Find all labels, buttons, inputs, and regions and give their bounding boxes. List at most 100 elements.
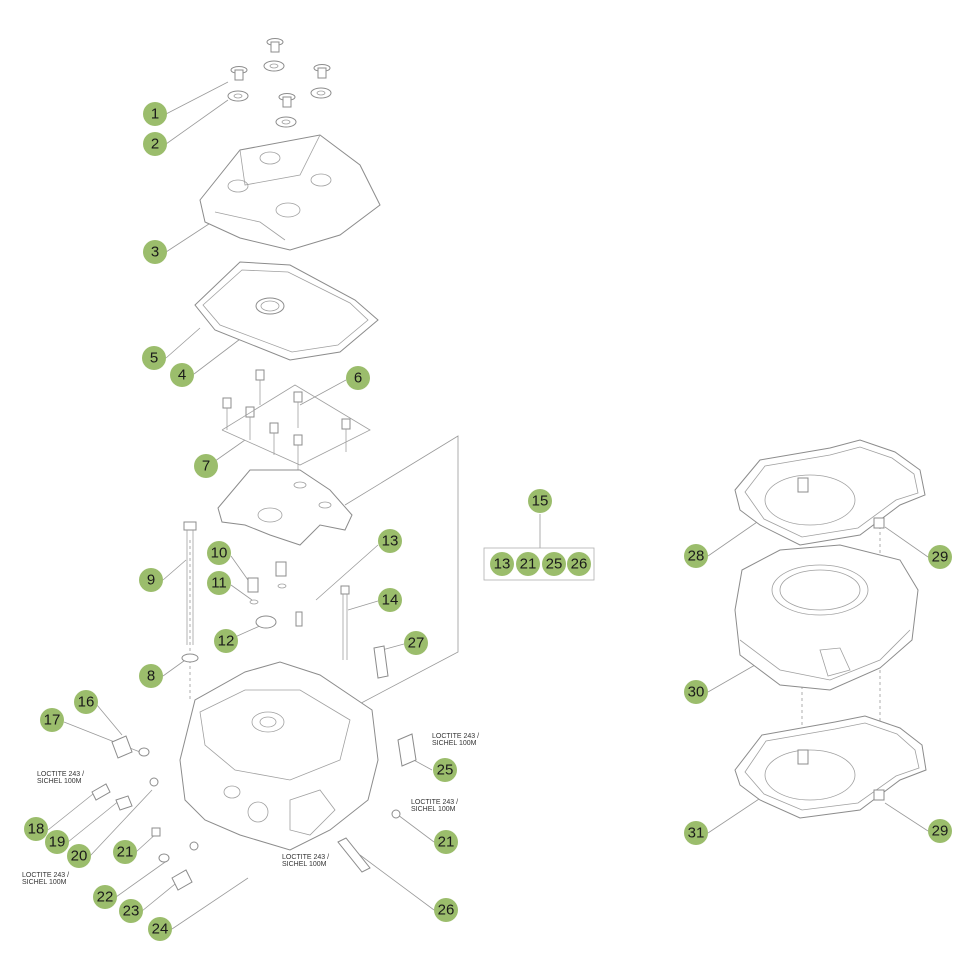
callout-29-top[interactable]: 29 <box>928 545 952 569</box>
callout-29-top-label: 29 <box>932 549 949 566</box>
callout-21-right[interactable]: 21 <box>434 830 458 854</box>
cylinder-base-gasket-top <box>734 439 926 546</box>
callouts: 1 2 3 5 4 6 7 15 13 10 9 11 14 12 27 8 1… <box>24 102 952 941</box>
callout-16-label: 16 <box>78 694 95 711</box>
callout-9[interactable]: 9 <box>139 568 163 592</box>
callout-11[interactable]: 11 <box>207 571 231 595</box>
small-fittings <box>247 561 389 679</box>
callout-30-label: 30 <box>688 684 705 701</box>
valve-cover-gasket <box>194 261 379 361</box>
callout-24[interactable]: 24 <box>148 917 172 941</box>
callout-14-label: 14 <box>382 592 399 609</box>
loctite-note-bottom-label-2: SICHEL 100M <box>282 861 327 868</box>
callout-29-bottom-label: 29 <box>932 823 949 840</box>
kit-group-box <box>483 547 595 581</box>
callout-10[interactable]: 10 <box>207 541 231 565</box>
callout-9-label: 9 <box>147 572 155 589</box>
callout-17-label: 17 <box>44 712 61 729</box>
callout-15-label: 15 <box>532 493 549 510</box>
loctite-note-bottom-label-1: LOCTITE 243 / <box>282 854 329 861</box>
callout-29-bottom[interactable]: 29 <box>928 819 952 843</box>
loctite-note-right-label-1: LOCTITE 243 / <box>411 799 458 806</box>
callout-8[interactable]: 8 <box>139 664 163 688</box>
callout-30[interactable]: 30 <box>684 680 708 704</box>
callout-28-label: 28 <box>688 548 705 565</box>
loctite-note-head-plug-label-1: LOCTITE 243 / <box>432 733 479 740</box>
callout-20[interactable]: 20 <box>67 844 91 868</box>
callout-18[interactable]: 18 <box>24 817 48 841</box>
callout-22-label: 22 <box>97 889 114 906</box>
callout-7-label: 7 <box>202 458 210 475</box>
callout-12[interactable]: 12 <box>214 629 238 653</box>
callout-21-left-label: 21 <box>117 844 134 861</box>
kit-member-21-label: 21 <box>520 556 537 573</box>
loctite-note-left-upper-label-2: SICHEL 100M <box>37 778 82 785</box>
camshaft-bearing-bridge <box>217 469 353 546</box>
callout-25-label: 25 <box>437 762 454 779</box>
callout-1-label: 1 <box>151 106 159 123</box>
callout-26-label: 26 <box>438 902 455 919</box>
callout-31-label: 31 <box>688 825 705 842</box>
callout-20-label: 20 <box>71 848 88 865</box>
kit-member-13-label: 13 <box>494 556 511 573</box>
callout-5[interactable]: 5 <box>142 346 166 370</box>
callout-28[interactable]: 28 <box>684 544 708 568</box>
callout-27[interactable]: 27 <box>404 631 428 655</box>
callout-4[interactable]: 4 <box>170 363 194 387</box>
callout-8-label: 8 <box>147 668 155 685</box>
callout-13-label: 13 <box>382 533 399 550</box>
callout-21-right-label: 21 <box>438 834 455 851</box>
kit-member-25[interactable]: 25 <box>542 552 566 576</box>
camshaft-bearing-bolts <box>221 369 371 470</box>
callout-21-left[interactable]: 21 <box>113 840 137 864</box>
loctite-notes: LOCTITE 243 / SICHEL 100M LOCTITE 243 / … <box>22 733 479 886</box>
callout-14[interactable]: 14 <box>378 588 402 612</box>
callout-23[interactable]: 23 <box>119 899 143 923</box>
callout-25[interactable]: 25 <box>433 758 457 782</box>
callout-27-label: 27 <box>408 635 425 652</box>
cylinder-head <box>179 661 379 851</box>
head-plugs-and-screws <box>91 733 417 891</box>
kit-member-21[interactable]: 21 <box>516 552 540 576</box>
loctite-note-left-lower-label-2: SICHEL 100M <box>22 879 67 886</box>
valve-cover <box>199 134 381 251</box>
loctite-note-right-label-2: SICHEL 100M <box>411 806 456 813</box>
callout-12-label: 12 <box>218 633 235 650</box>
kit-member-26-label: 26 <box>571 556 588 573</box>
callout-23-label: 23 <box>123 903 140 920</box>
callout-17[interactable]: 17 <box>40 708 64 732</box>
callout-2-label: 2 <box>151 136 159 153</box>
callout-5-label: 5 <box>150 350 158 367</box>
callout-1[interactable]: 1 <box>143 102 167 126</box>
callout-19-label: 19 <box>49 834 66 851</box>
loctite-note-left-lower-label-1: LOCTITE 243 / <box>22 872 69 879</box>
callout-16[interactable]: 16 <box>74 690 98 714</box>
kit-member-25-label: 25 <box>546 556 563 573</box>
callout-18-label: 18 <box>28 821 45 838</box>
callout-19[interactable]: 19 <box>45 830 69 854</box>
callout-3[interactable]: 3 <box>143 240 167 264</box>
callout-4-label: 4 <box>178 367 186 384</box>
cylinder <box>734 544 919 691</box>
valve-cover-bolts <box>230 38 331 108</box>
kit-member-26[interactable]: 26 <box>567 552 591 576</box>
callout-31[interactable]: 31 <box>684 821 708 845</box>
callout-3-label: 3 <box>151 244 159 261</box>
callout-2[interactable]: 2 <box>143 132 167 156</box>
callout-7[interactable]: 7 <box>194 454 218 478</box>
leader-lines <box>47 81 929 930</box>
callout-22[interactable]: 22 <box>93 885 117 909</box>
callout-11-label: 11 <box>211 575 227 592</box>
callout-10-label: 10 <box>211 545 228 562</box>
cylinder-base-gasket-bottom <box>734 715 927 819</box>
cylinder-head-stud <box>181 521 199 663</box>
rubber-grommets <box>227 60 332 128</box>
callout-24-label: 24 <box>152 921 169 938</box>
kit-member-13[interactable]: 13 <box>490 552 514 576</box>
callout-6-label: 6 <box>354 370 362 387</box>
callout-6[interactable]: 6 <box>346 366 370 390</box>
callout-13[interactable]: 13 <box>378 529 402 553</box>
callout-15[interactable]: 15 <box>528 489 552 513</box>
callout-26[interactable]: 26 <box>434 898 458 922</box>
